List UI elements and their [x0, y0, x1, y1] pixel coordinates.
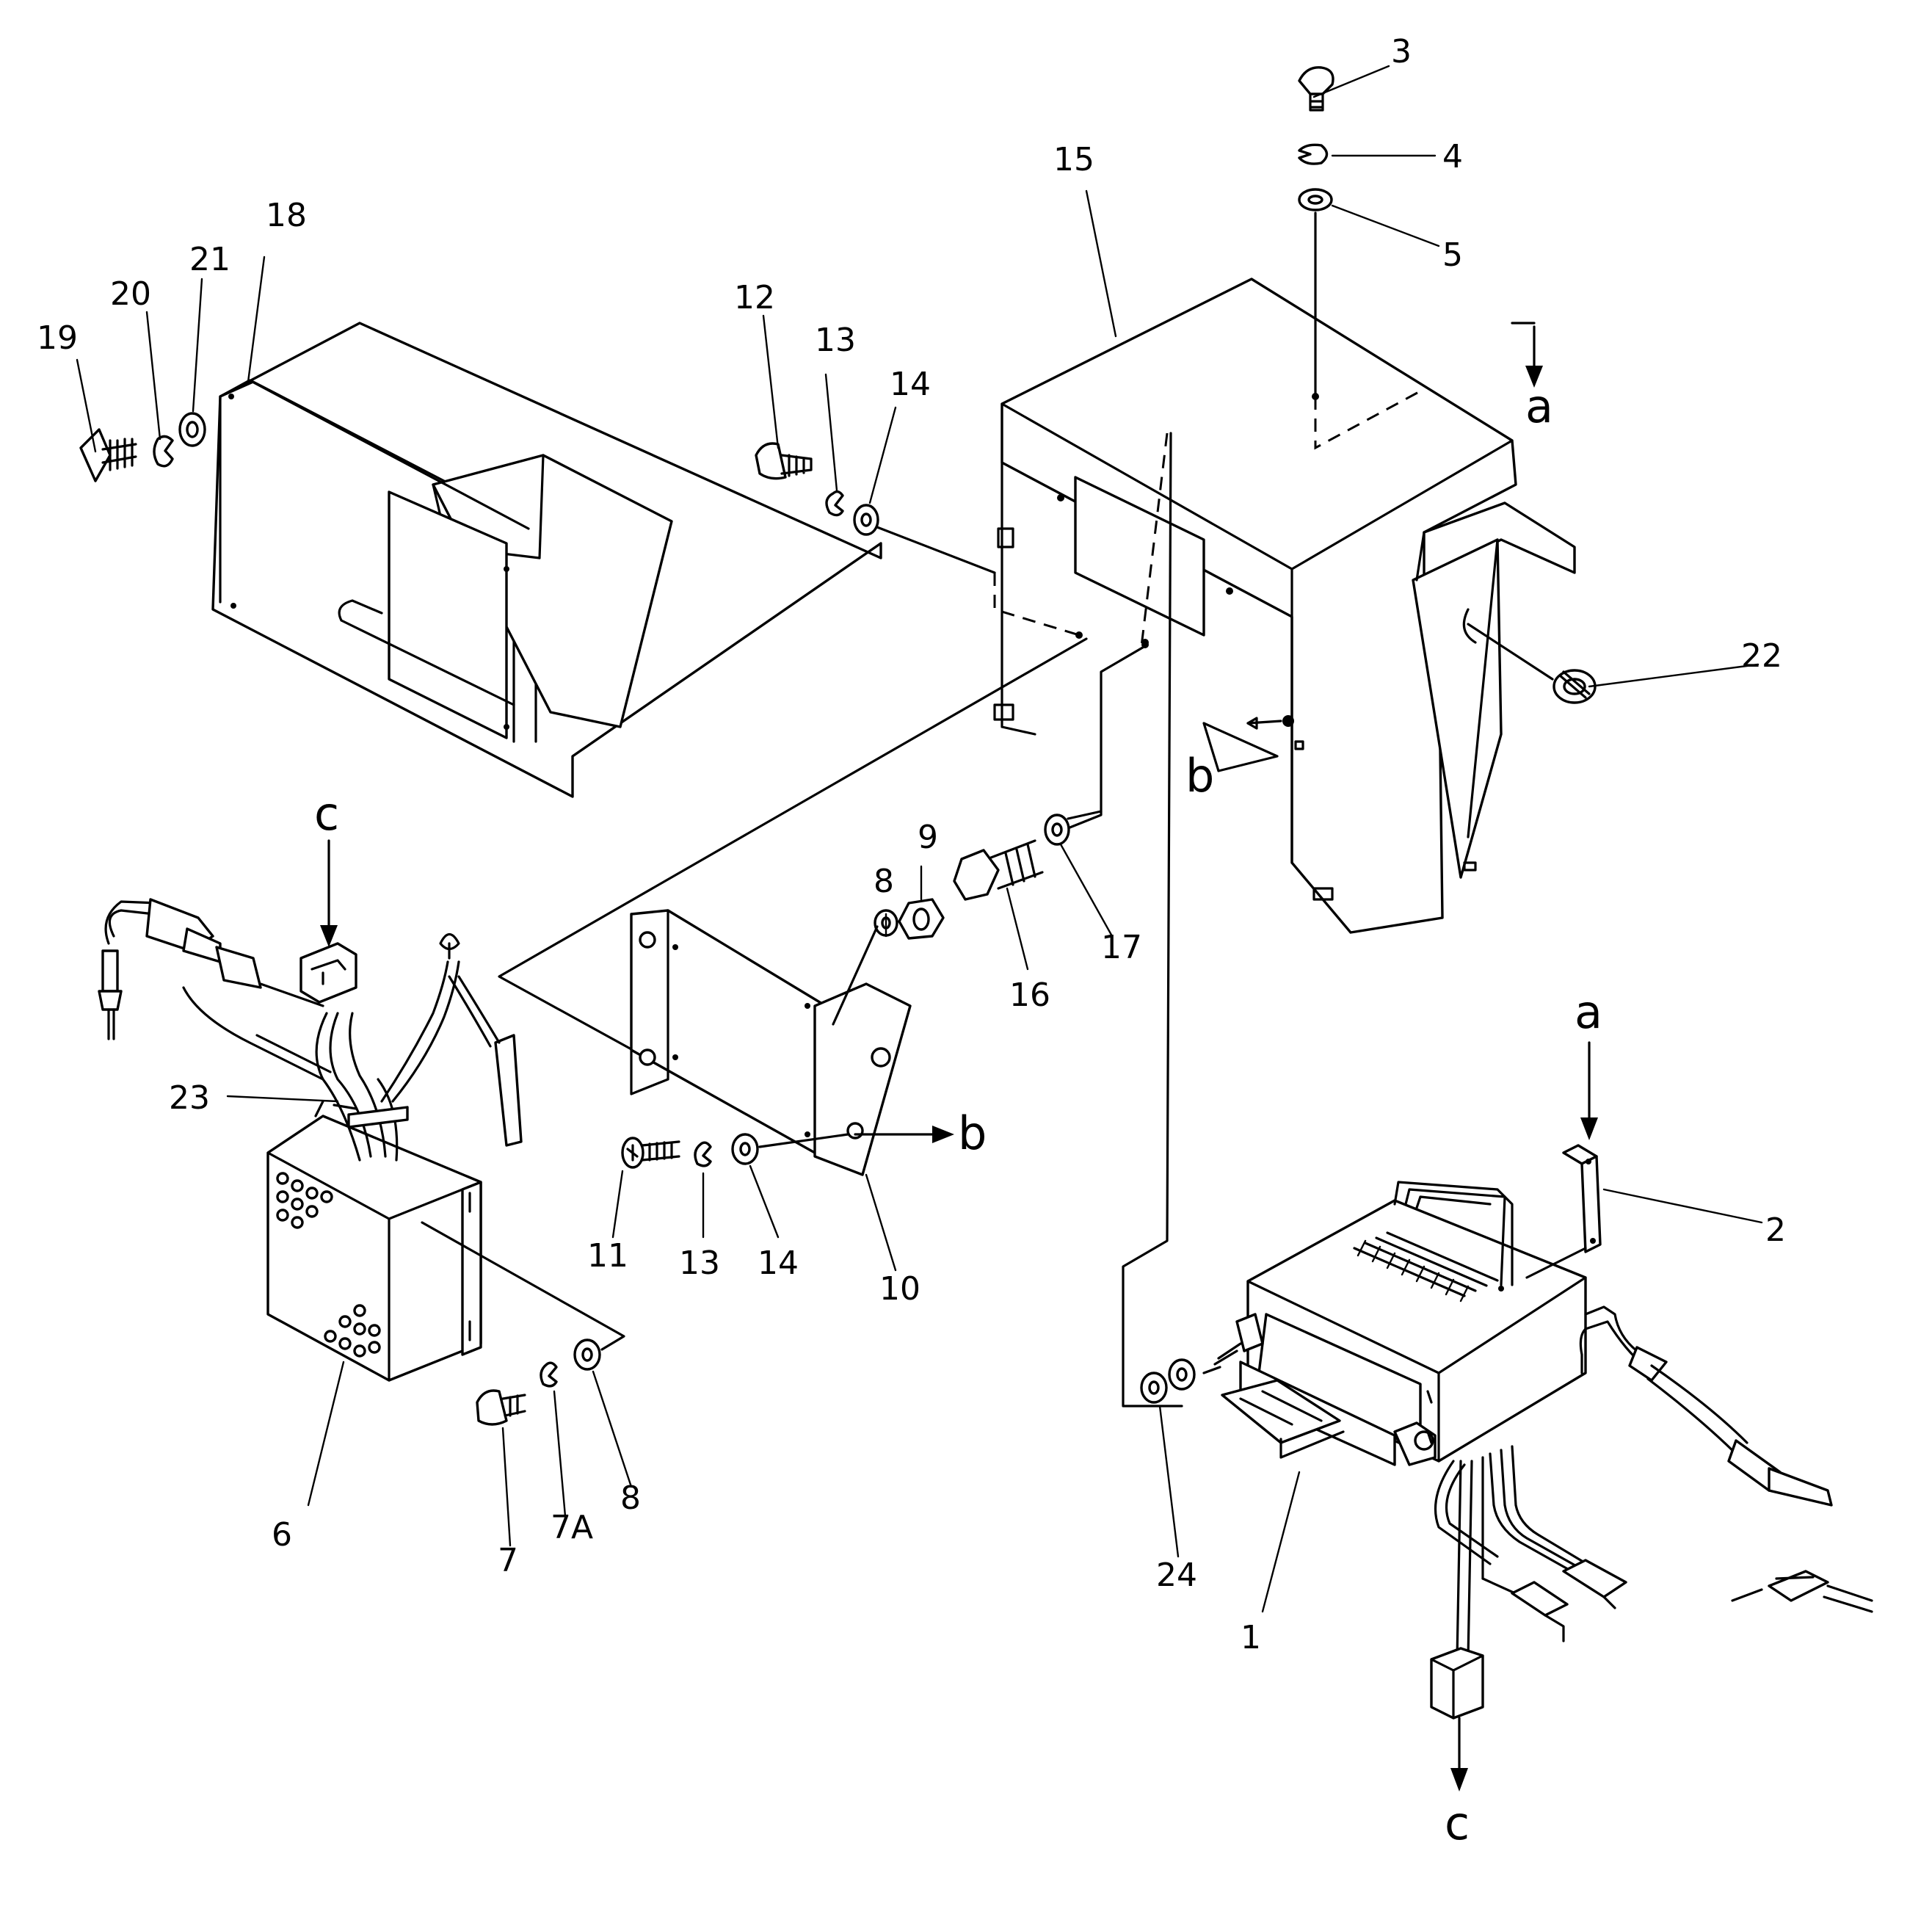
mount-line-b-right [1202, 722, 1279, 772]
cover-part-15 [993, 278, 1576, 934]
lock-washer-part-13-lower [694, 1141, 712, 1167]
strap-bracket-part-2 [1525, 1144, 1602, 1279]
lock-washer-part-13-upper [825, 490, 844, 517]
radio-rear-harness [1393, 1181, 1833, 1507]
vent-holes-part-6 [276, 1172, 381, 1358]
callout-1: 1 [1241, 1619, 1261, 1656]
ref-c-radio: c [1445, 1797, 1470, 1850]
arrow-b-head [932, 1126, 954, 1143]
callout-14-upper: 14 [890, 366, 931, 403]
housing-part-18 [211, 322, 882, 798]
callout-11: 11 [587, 1237, 628, 1275]
reference-letters: a a b b c c [314, 380, 1602, 1850]
screw-part-7 [476, 1389, 526, 1426]
washer-part-21 [178, 412, 206, 447]
mount-line-b [1063, 645, 1147, 831]
converter-box-part-6 [266, 1100, 482, 1382]
ref-c-harness: c [314, 787, 339, 841]
callout-19: 19 [37, 319, 78, 357]
leader-grommet-to-cover [1467, 623, 1554, 681]
washer-part-17 [1044, 814, 1070, 846]
connector-c-top [299, 942, 357, 1004]
callout-23: 23 [169, 1079, 210, 1117]
dashed-line-cover-vertical [1140, 432, 1169, 647]
arrow-a-cover-head [1525, 366, 1543, 388]
ref-b-cover: b [1185, 749, 1214, 803]
lock-washer-part-20 [153, 435, 174, 468]
arrow-a-head [1580, 1117, 1598, 1140]
screw-part-11 [621, 1137, 680, 1169]
bolt-part-16 [953, 839, 1044, 901]
callout-16: 16 [1009, 977, 1050, 1014]
callout-7: 7 [498, 1542, 518, 1579]
grommet-part-22 [1552, 669, 1597, 704]
leader-bolt-12-to-cover [876, 526, 996, 574]
callout-12: 12 [734, 279, 775, 316]
bolt-part-19 [79, 428, 137, 482]
callout-15: 15 [1053, 141, 1094, 178]
callout-3: 3 [1391, 33, 1412, 70]
washer-part-14-upper [853, 504, 879, 536]
callout-9: 9 [918, 819, 938, 856]
callout-6: 6 [272, 1516, 292, 1554]
bolt-part-3 [1298, 66, 1334, 112]
lock-washer-part-7a [540, 1361, 558, 1388]
ref-a-radio: a [1575, 985, 1602, 1039]
callout-7a: 7A [551, 1509, 593, 1546]
antenna-plug [1731, 1570, 1873, 1613]
leader-lines [76, 65, 1763, 1613]
mount-line-to-bracket [498, 637, 1088, 1059]
leader-nut-to-bracket [832, 925, 879, 1026]
nut-part-9 [898, 898, 945, 940]
callout-8-upper: 8 [874, 863, 894, 900]
mount-line-box-6 [421, 1221, 625, 1351]
arrow-c-top-head [320, 925, 338, 947]
radio-lower-harness [1430, 1445, 1627, 1791]
mount-line-to-radio [1122, 432, 1183, 1408]
callout-21: 21 [189, 241, 230, 278]
callout-13-upper: 13 [815, 322, 856, 359]
callout-2: 2 [1765, 1211, 1786, 1249]
callout-10: 10 [879, 1270, 920, 1308]
bracket-part-10 [630, 909, 912, 1176]
washers-part-24 [1140, 1358, 1221, 1404]
callout-labels: 3 4 5 15 12 13 14 18 21 20 19 22 8 9 16 … [37, 33, 1786, 1656]
callout-4: 4 [1442, 138, 1463, 175]
dashed-line-12 [993, 573, 1080, 637]
callout-14-lower: 14 [758, 1245, 799, 1282]
fuse-lead [98, 898, 324, 1040]
dashed-line-a [1314, 388, 1425, 450]
ref-a-cover: a [1525, 380, 1553, 433]
callout-17: 17 [1101, 929, 1142, 966]
washer-part-14-lower [731, 1133, 759, 1165]
callout-18: 18 [266, 197, 307, 234]
ref-b-bracket: b [958, 1106, 987, 1160]
callout-5: 5 [1442, 236, 1463, 274]
wire-harness-part-23 [182, 932, 523, 1162]
callout-13-lower: 13 [679, 1245, 720, 1282]
radio-vent-slots [1353, 1231, 1504, 1303]
lock-washer-part-4 [1298, 143, 1329, 165]
callout-8-lower: 8 [620, 1479, 641, 1517]
bolt-part-12 [755, 442, 813, 480]
washer-part-5 [1298, 188, 1333, 211]
callout-20: 20 [110, 275, 151, 313]
callout-24: 24 [1156, 1557, 1197, 1594]
washer-part-8-lower [573, 1338, 601, 1371]
callout-22: 22 [1741, 637, 1782, 675]
radio-part-1 [1213, 1199, 1587, 1466]
